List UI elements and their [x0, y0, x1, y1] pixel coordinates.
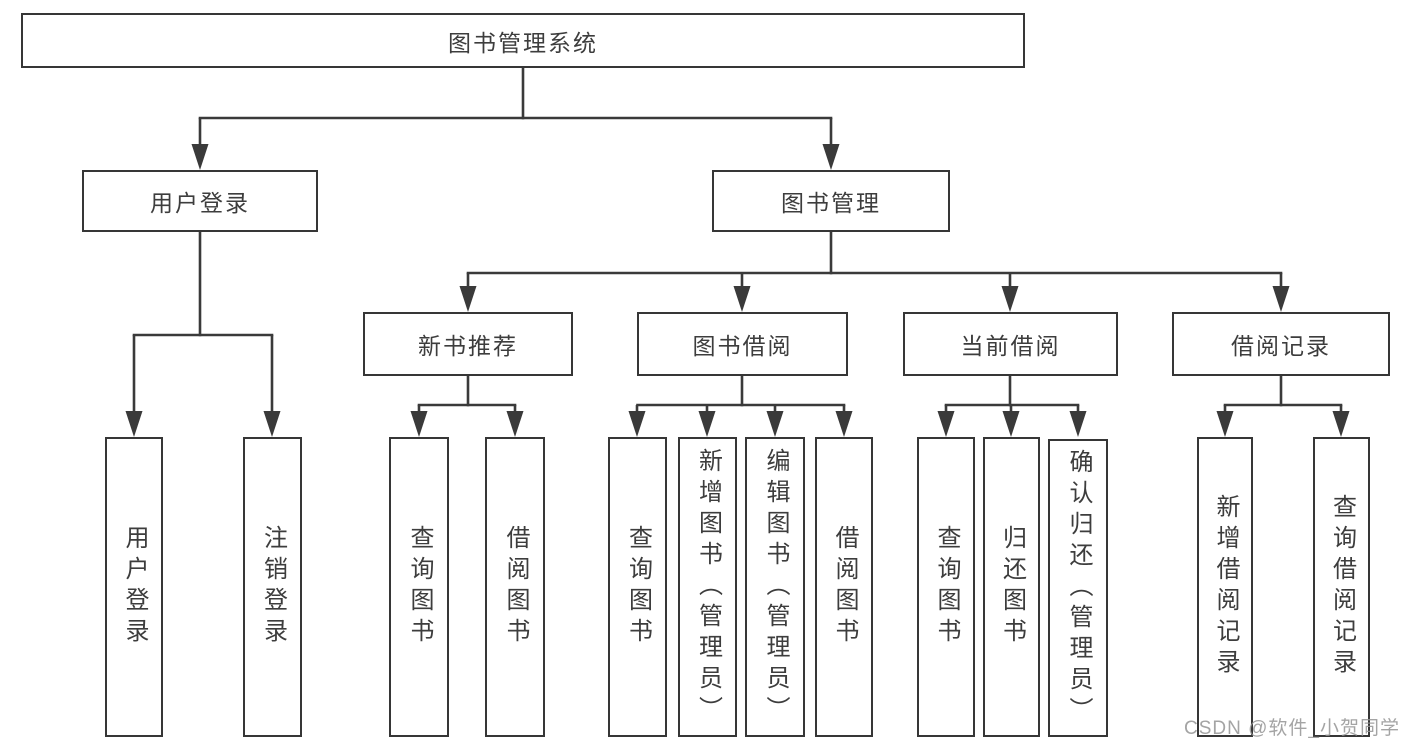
node-borrowing-records-label: 借阅记录	[1231, 333, 1331, 359]
node-book-borrowing: 图书借阅	[637, 312, 848, 376]
leaf-return-books-label: 归还图书	[998, 525, 1026, 649]
connector-records-children	[1216, 375, 1350, 437]
leaf-edit-books-admin: 编辑图书（管理员）	[745, 437, 805, 737]
connector-root-to-level2	[191, 66, 840, 170]
connector-new-book-children	[410, 375, 524, 437]
node-current-borrowing-label: 当前借阅	[960, 333, 1061, 359]
leaf-add-books-admin-label: 新增图书（管理员）	[694, 447, 722, 727]
connector-user-login-children	[125, 231, 281, 437]
leaf-add-borrow-record: 新增借阅记录	[1197, 437, 1253, 737]
leaf-confirm-return-admin: 确认归还（管理员）	[1048, 439, 1108, 737]
leaf-logout-login-label: 注销登录	[259, 525, 287, 649]
leaf-borrow-books-recommend: 借阅图书	[485, 437, 545, 737]
leaf-edit-books-admin-label: 编辑图书（管理员）	[762, 447, 789, 727]
node-book-borrowing-label: 图书借阅	[692, 333, 793, 359]
leaf-query-borrow-record: 查询借阅记录	[1313, 437, 1370, 737]
leaf-query-books-current: 查询图书	[917, 437, 975, 737]
leaf-return-books: 归还图书	[983, 437, 1040, 737]
node-borrowing-records: 借阅记录	[1172, 312, 1390, 376]
leaf-borrow-books-borrowing-label: 借阅图书	[831, 525, 858, 649]
node-root: 图书管理系统	[21, 13, 1025, 68]
leaf-logout-login: 注销登录	[243, 437, 302, 737]
leaf-query-books-borrowing-label: 查询图书	[624, 525, 652, 649]
node-new-book-recommend: 新书推荐	[363, 312, 573, 376]
leaf-query-books-recommend-label: 查询图书	[406, 525, 433, 649]
leaf-query-books-recommend: 查询图书	[389, 437, 449, 737]
node-user-login: 用户登录	[82, 170, 318, 232]
connector-current-borrow-children	[937, 375, 1087, 437]
leaf-borrow-books-borrowing: 借阅图书	[815, 437, 873, 737]
leaf-user-login-label: 用户登录	[121, 525, 148, 649]
leaf-query-borrow-record-label: 查询借阅记录	[1328, 494, 1356, 680]
node-root-label: 图书管理系统	[448, 29, 598, 56]
node-book-management: 图书管理	[712, 170, 950, 232]
node-current-borrowing: 当前借阅	[903, 312, 1118, 376]
leaf-borrow-books-recommend-label: 借阅图书	[502, 525, 529, 649]
connector-book-mgmt-to-level3	[459, 230, 1290, 312]
leaf-add-borrow-record-label: 新增借阅记录	[1212, 494, 1239, 680]
node-new-book-recommend-label: 新书推荐	[418, 333, 518, 359]
leaf-add-books-admin: 新增图书（管理员）	[678, 437, 737, 737]
connector-book-borrow-children	[628, 375, 853, 437]
node-book-management-label: 图书管理	[781, 190, 881, 216]
leaf-user-login: 用户登录	[105, 437, 163, 737]
leaf-confirm-return-admin-label: 确认归还（管理员）	[1065, 448, 1092, 728]
leaf-query-books-current-label: 查询图书	[933, 525, 960, 649]
node-user-login-label: 用户登录	[150, 190, 250, 216]
csdn-watermark: CSDN @软件_小贺同学	[1184, 718, 1400, 739]
leaf-query-books-borrowing: 查询图书	[608, 437, 667, 737]
